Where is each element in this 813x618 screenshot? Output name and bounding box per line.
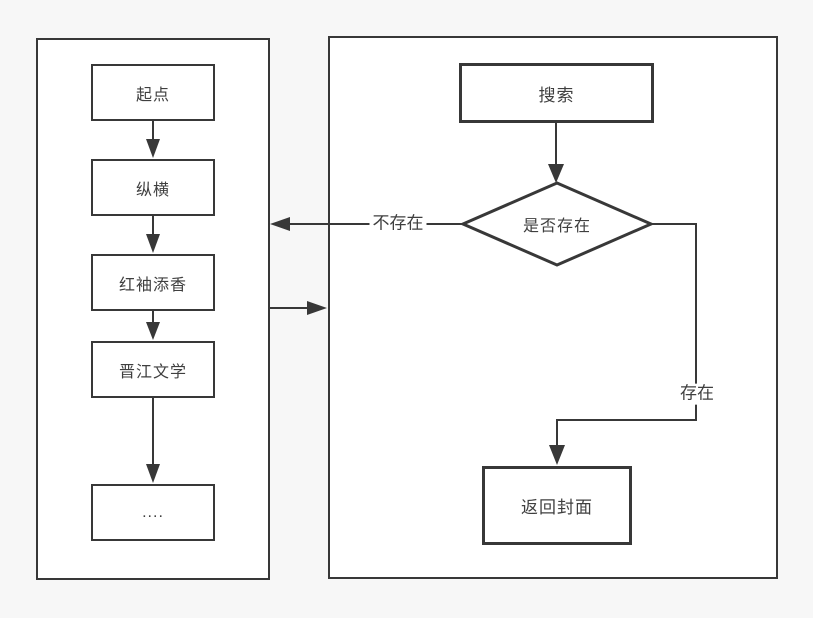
arrow-sites-to-search-flow: [270, 301, 327, 315]
arrow-search-to-decision: [548, 123, 564, 183]
node-ellipsis-label: ....: [142, 503, 164, 521]
decision-exists-label: 是否存在: [522, 218, 592, 235]
node-jinjiang-label: 晋江文学: [118, 363, 187, 381]
arrow-hongxiu-to-jinjiang: [146, 311, 160, 340]
arrow-decision-to-sites-not-exist: [270, 217, 463, 231]
node-zongheng: 纵横: [91, 159, 215, 216]
node-search: 搜索: [459, 63, 654, 123]
branch-label-not-exist: 不存在: [369, 213, 427, 235]
node-hongxiu-label: 红袖添香: [118, 276, 187, 294]
arrow-qidian-to-zongheng: [146, 121, 160, 158]
arrow-decision-to-return-exist: [549, 223, 697, 465]
arrow-zongheng-to-hongxiu: [146, 216, 160, 253]
node-return-cover-label: 返回封面: [521, 498, 593, 517]
node-hongxiu: 红袖添香: [91, 254, 215, 311]
node-ellipsis: ....: [91, 484, 215, 541]
node-qidian: 起点: [91, 64, 215, 121]
node-zongheng-label: 纵横: [135, 181, 170, 199]
node-jinjiang: 晋江文学: [91, 341, 215, 398]
node-qidian-label: 起点: [135, 86, 170, 104]
decision-exists-diamond: [459, 181, 655, 267]
branch-label-exist: 存在: [677, 383, 717, 405]
node-search-label: 搜索: [538, 85, 575, 105]
arrow-jinjiang-to-dots: [146, 398, 160, 483]
node-return-cover: 返回封面: [482, 466, 632, 545]
